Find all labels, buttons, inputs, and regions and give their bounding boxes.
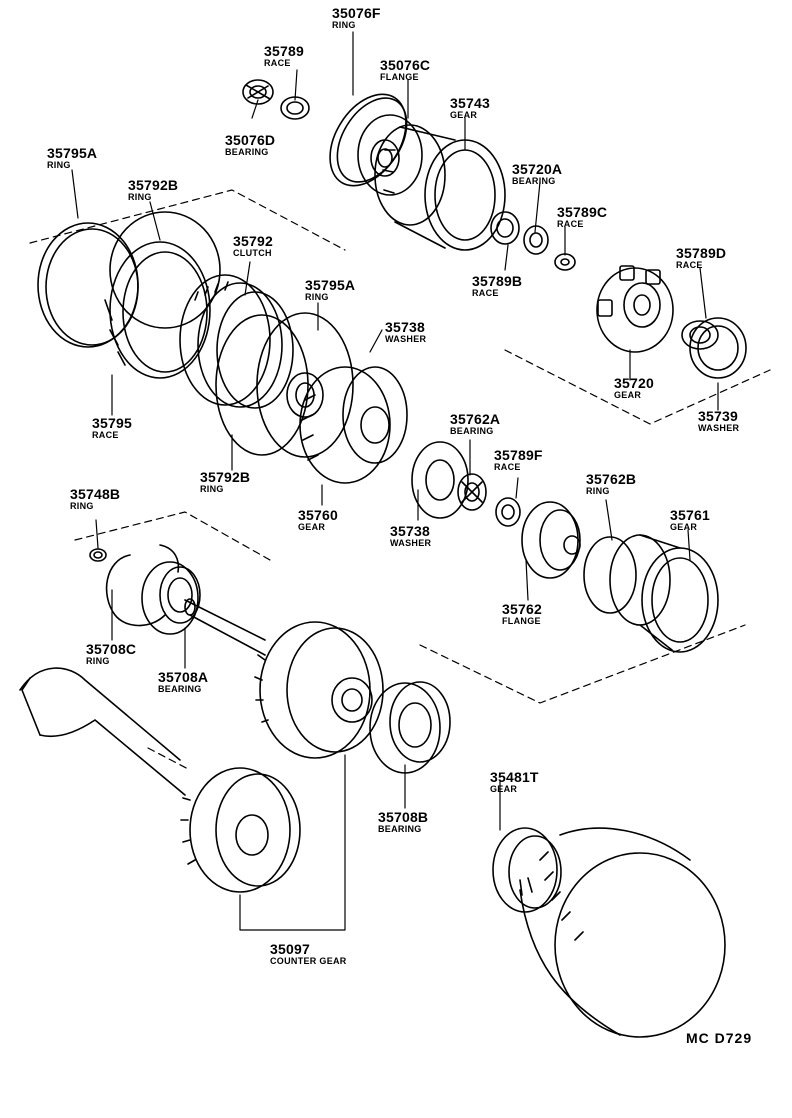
callout-35792b-lower: 35792B RING	[200, 469, 251, 494]
callout-35762: 35762 FLANGE	[502, 601, 542, 626]
callout-35789d: 35789D RACE	[676, 245, 727, 270]
ring-35748b-shape	[89, 548, 107, 562]
race-35789f-shape	[495, 497, 521, 527]
callout-35738-lower: 35738 WASHER	[390, 523, 432, 548]
flange-35762-shape	[521, 501, 581, 579]
assembly-guide-lines	[29, 189, 771, 771]
callout-35076f: 35076F RING	[332, 5, 381, 30]
gear-35761-shape	[609, 534, 719, 653]
bearing-35076d-shape	[242, 79, 274, 105]
ring-35708c-shape	[105, 544, 180, 627]
race-35789d-shape	[681, 320, 719, 350]
callout-35076d: 35076D BEARING	[225, 132, 276, 157]
callout-35792b-upper: 35792B RING	[128, 177, 179, 202]
callout-35748b: 35748B RING	[70, 486, 121, 511]
callout-35762a: 35762A BEARING	[450, 411, 501, 436]
ring-35792b-upper-shape	[109, 211, 221, 329]
washer-35738-lower-shape	[411, 441, 469, 519]
callout-35739: 35739 WASHER	[698, 408, 740, 433]
output-shaft-shape	[184, 598, 266, 656]
callout-35076c: 35076C FLANGE	[380, 57, 431, 82]
gear-35720-shape	[596, 265, 674, 353]
diagram-code: MC D729	[686, 1030, 753, 1046]
callout-35795a-left: 35795A RING	[47, 145, 98, 170]
race-35789c-shape	[554, 253, 576, 271]
ring-35762b-shape	[583, 536, 637, 614]
callout-35708c: 35708C RING	[86, 641, 137, 666]
race-35789-shape	[280, 96, 310, 120]
ring-35795a-center-shape	[256, 312, 354, 458]
callout-35760: 35760 GEAR	[298, 507, 338, 532]
callout-35481t: 35481T GEAR	[490, 769, 539, 794]
callout-35792: 35792 CLUTCH	[233, 233, 273, 258]
callout-35708b: 35708B BEARING	[378, 809, 429, 834]
callout-35743: 35743 GEAR	[450, 95, 490, 120]
leader-lines	[71, 31, 719, 931]
gear-35760-shape	[299, 366, 408, 484]
bearing-35720a-shape	[523, 225, 549, 255]
callout-35795a-center: 35795A RING	[305, 277, 356, 302]
bearing-35708a-shape	[141, 561, 201, 635]
race-35789b-shape	[490, 211, 520, 245]
callout-35738-upper: 35738 WASHER	[385, 319, 427, 344]
bearing-35762a-shape	[457, 473, 487, 511]
bearing-35708b-shape	[369, 681, 451, 774]
callout-35720: 35720 GEAR	[614, 375, 654, 400]
clutch-35792-shape	[179, 274, 294, 409]
housing-shape	[519, 827, 726, 1038]
callout-35708a: 35708A BEARING	[158, 669, 209, 694]
gear-35481t-shape	[492, 827, 562, 913]
callout-35789: 35789 RACE	[264, 43, 304, 68]
callout-35762b: 35762B RING	[586, 471, 637, 496]
callout-35789b: 35789B RACE	[472, 273, 523, 298]
washer-35739-shape	[689, 317, 747, 379]
gear-35743-shape	[374, 124, 506, 251]
callout-35761: 35761 GEAR	[670, 507, 710, 532]
ring-35076f-shape	[329, 93, 408, 187]
ring-35792b-lower-shape	[215, 314, 309, 456]
flange-35076c-shape	[357, 114, 423, 196]
counter-gear-35097-shape	[19, 667, 301, 893]
callout-35789f: 35789F RACE	[494, 447, 543, 472]
ring-35795a-left-shape	[37, 222, 139, 348]
callout-35720a: 35720A BEARING	[512, 161, 563, 186]
callout-35789c: 35789C RACE	[557, 204, 608, 229]
callout-35795: 35795 RACE	[92, 415, 132, 440]
counter-drive-gear-shape	[254, 621, 384, 759]
callout-35097: 35097 COUNTER GEAR	[270, 941, 347, 966]
race-35795-shape	[104, 241, 211, 379]
